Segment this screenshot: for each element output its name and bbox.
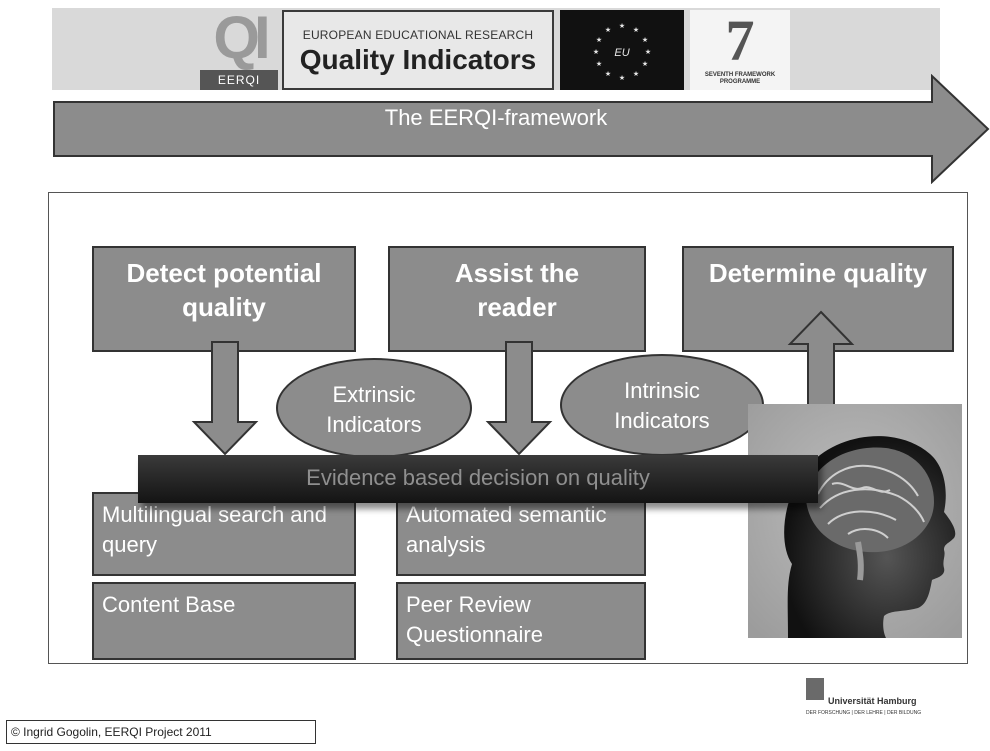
svg-text:★: ★ xyxy=(642,36,648,44)
framework-label: The EERQI-framework xyxy=(384,105,608,130)
quality-indicators-title: EUROPEAN EDUCATIONAL RESEARCH Quality In… xyxy=(282,10,554,90)
box-automated-semantic-analysis: Automated semantic analysis xyxy=(396,492,646,576)
box-label: Determine quality xyxy=(708,258,928,288)
svg-text:★: ★ xyxy=(633,26,639,34)
university-tagline: DER FORSCHUNG | DER LEHRE | DER BILDUNG xyxy=(806,710,922,716)
svg-text:★: ★ xyxy=(605,70,611,78)
down-arrow-detect xyxy=(191,341,259,456)
box-assist-the-reader: Assist the reader xyxy=(388,246,646,352)
svg-text:★: ★ xyxy=(633,70,639,78)
svg-text:★: ★ xyxy=(605,26,611,34)
box-peer-review-questionnaire: Peer Review Questionnaire xyxy=(396,582,646,660)
brain-head-image xyxy=(748,404,962,638)
box-label: Assist the reader xyxy=(454,258,580,322)
seventh-caption: SEVENTH FRAMEWORK PROGRAMME xyxy=(704,72,776,85)
intrinsic-indicators-ellipse: Intrinsic Indicators xyxy=(560,354,764,456)
box-detect-potential-quality: Detect potential quality xyxy=(92,246,356,352)
svg-text:★: ★ xyxy=(596,36,602,44)
box-label: Multilingual search and query xyxy=(102,502,328,557)
university-name: Universität Hamburg xyxy=(828,696,917,706)
svg-text:★: ★ xyxy=(642,60,648,68)
copyright-note: © Ingrid Gogolin, EERQI Project 2011 xyxy=(6,720,316,744)
svg-text:★: ★ xyxy=(619,74,625,82)
box-label: Peer Review Questionnaire xyxy=(406,592,543,647)
svg-text:★: ★ xyxy=(619,22,625,30)
svg-text:★: ★ xyxy=(645,48,651,56)
box-label: Automated semantic analysis xyxy=(406,502,607,557)
uhh-emblem-icon xyxy=(806,678,824,700)
ellipse-label: Intrinsic Indicators xyxy=(614,378,710,433)
box-determine-quality: Determine quality xyxy=(682,246,954,352)
box-label: Content Base xyxy=(102,592,236,617)
eu-label: EU xyxy=(614,47,629,59)
evidence-bar: Evidence based decision on quality xyxy=(138,455,818,503)
framework-arrow xyxy=(53,74,990,184)
extrinsic-indicators-ellipse: Extrinsic Indicators xyxy=(276,358,472,458)
down-arrow-assist xyxy=(485,341,553,456)
box-multilingual-search: Multilingual search and query xyxy=(92,492,356,576)
svg-text:★: ★ xyxy=(593,48,599,56)
svg-text:★: ★ xyxy=(596,60,602,68)
title-small: EUROPEAN EDUCATIONAL RESEARCH xyxy=(302,28,534,42)
eerqi-caption: EERQI xyxy=(200,70,278,90)
eu-flag-icon: ★ ★ ★ ★ ★ ★ ★ ★ ★ ★ ★ ★ EU xyxy=(560,10,684,90)
seventh-framework-logo: 7 SEVENTH FRAMEWORK PROGRAMME xyxy=(690,10,790,90)
seventh-number: 7 xyxy=(725,8,755,73)
title-big: Quality Indicators xyxy=(299,44,537,75)
box-label: Detect potential quality xyxy=(126,258,322,322)
box-content-base: Content Base xyxy=(92,582,356,660)
university-hamburg-logo: Universität Hamburg DER FORSCHUNG | DER … xyxy=(806,676,956,720)
eerqi-logo: QI EERQI xyxy=(200,4,278,90)
ellipse-label: Extrinsic Indicators xyxy=(326,382,422,437)
qi-letters: QI xyxy=(213,4,270,71)
